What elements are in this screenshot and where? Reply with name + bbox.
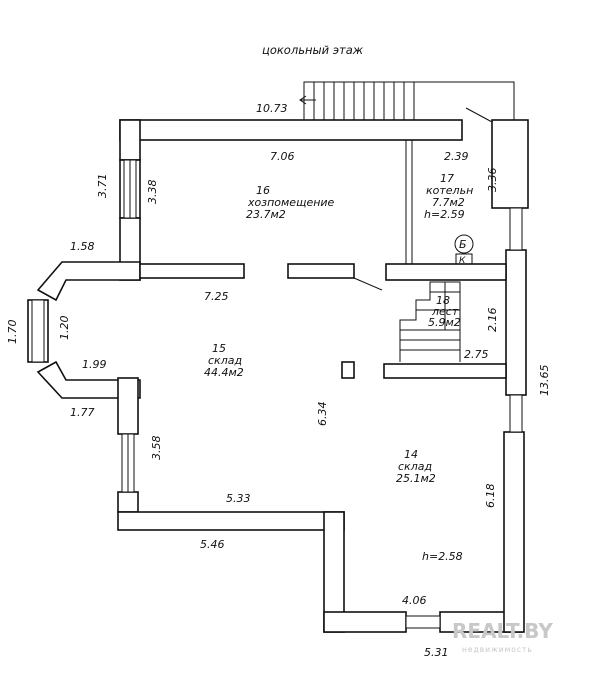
outer-stair	[303, 81, 415, 121]
dim-bottom-left-outer: 5.46	[200, 538, 225, 551]
dim-right-outer: 13.65	[538, 365, 551, 397]
room-17-number: 17	[440, 172, 454, 185]
doors	[338, 107, 493, 291]
bottom-right-wall	[323, 611, 407, 633]
marker-circle-label: Б	[459, 238, 467, 251]
labels: цокольный этаж 16 хозпомещение 23.7м2 17…	[6, 43, 551, 659]
room-15-number: 15	[212, 342, 226, 355]
bay-upper-wall	[36, 261, 141, 302]
dim-left-upper: 3.71	[96, 174, 109, 199]
room-14-height: h=2.58	[422, 550, 463, 563]
markers: Б К	[454, 234, 474, 266]
windows	[31, 159, 523, 629]
dim-left-lower: 3.58	[150, 436, 163, 461]
left-lower-wall	[117, 377, 139, 435]
dim-room14-width: 4.06	[402, 594, 427, 607]
room-15-name: склад	[208, 354, 242, 367]
partition-boiler	[385, 263, 507, 281]
right-wall-mid	[505, 249, 527, 396]
dim-bay-bottom: 1.77	[70, 406, 95, 419]
dim-room16-width: 7.06	[270, 150, 295, 163]
marker-circle	[454, 234, 474, 254]
room-16-area: 23.7м2	[246, 208, 286, 221]
bottom-left-wall	[117, 511, 345, 531]
room-16-name: хозпомещение	[247, 196, 335, 209]
dim-bay-outer: 1.70	[6, 320, 19, 345]
room-15-area: 44.4м2	[204, 366, 244, 379]
room-14-number: 14	[404, 448, 418, 461]
dim-bay-inner: 1.20	[58, 316, 71, 341]
watermark-brand: REALT.BY	[452, 619, 553, 643]
dim-room14-depth: 6.18	[484, 484, 497, 509]
room-18-number: 18	[436, 294, 450, 307]
room-17-area: 7.7м2	[432, 196, 465, 209]
marker-box-label: К	[459, 256, 466, 266]
dim-room15-top: 7.25	[204, 290, 229, 303]
dim-top-outer: 10.73	[256, 102, 288, 115]
room-18-area: 5.9м2	[428, 316, 461, 329]
dim-room16-depth: 3.38	[146, 180, 159, 205]
partition-16-15-right	[287, 263, 355, 279]
top-left-corner	[119, 119, 141, 161]
dim-bay-mid: 1.99	[82, 358, 107, 371]
interior-stair	[399, 281, 461, 362]
top-wall	[119, 119, 463, 141]
room-18-name: лест	[431, 305, 459, 318]
room-17-height: h=2.59	[424, 208, 465, 221]
walls	[27, 119, 529, 633]
stairs	[299, 81, 515, 362]
window-bay	[31, 299, 45, 363]
dim-stair-depth: 2.16	[486, 308, 499, 333]
door-swing-2	[465, 107, 493, 123]
right-wall-top	[491, 119, 529, 209]
window-right-2	[509, 394, 523, 433]
dim-partition: 6.34	[316, 402, 329, 427]
watermark: REALT.BY недвижимость	[452, 619, 553, 654]
dim-stair-width: 2.75	[464, 348, 489, 361]
window-right	[509, 207, 523, 251]
dim-bay-top: 1.58	[70, 240, 95, 253]
dim-boiler-depth: 3.36	[486, 168, 499, 193]
right-wall-low	[503, 431, 525, 633]
left-lower-wall-2	[117, 491, 139, 513]
room-14-area: 25.1м2	[396, 472, 436, 485]
partition-vertical	[341, 361, 355, 379]
room-17-name: котельн	[426, 184, 473, 197]
bay-lower-wall	[36, 360, 141, 399]
partition-16-15-left	[139, 263, 245, 279]
room-14-name: склад	[398, 460, 432, 473]
plan-title: цокольный этаж	[262, 43, 364, 57]
dim-room15-bottom: 5.33	[226, 492, 251, 505]
marker-box	[455, 253, 473, 265]
window-bottom	[405, 615, 441, 629]
dim-boiler-width: 2.39	[444, 150, 469, 163]
partition-15-14	[383, 363, 507, 379]
room-16-number: 16	[256, 184, 270, 197]
watermark-sub: недвижимость	[462, 645, 533, 654]
door-swing-1	[353, 277, 383, 291]
dim-bottom-right-outer: 5.31	[424, 646, 449, 659]
